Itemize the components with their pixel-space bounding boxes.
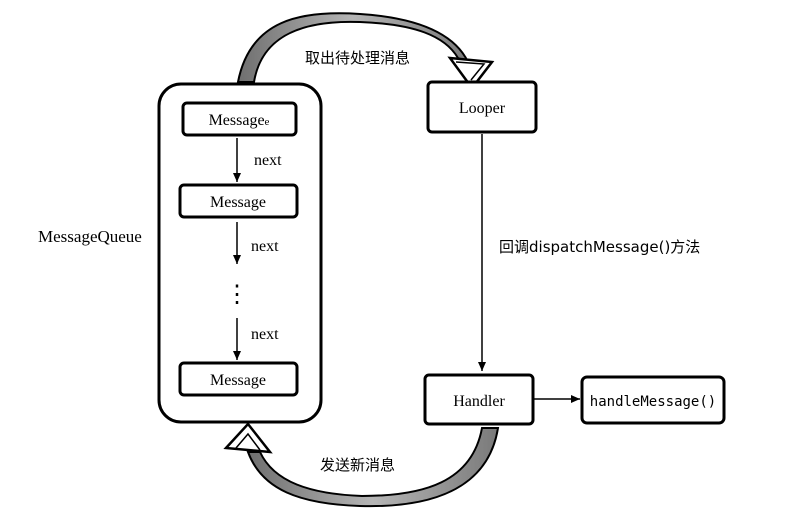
svg-text:Messagee: Messagee: [209, 112, 270, 129]
message-box: Message: [178, 183, 299, 219]
svg-text:Handler: Handler: [453, 393, 505, 410]
svg-text:handleMessage(): handleMessage(): [590, 394, 716, 410]
message-box: Messagee: [181, 101, 298, 137]
message-box: Message: [178, 361, 299, 397]
svg-text:Message: Message: [210, 372, 266, 389]
handler-box: Handler: [423, 373, 535, 426]
svg-text:Looper: Looper: [459, 100, 506, 117]
looper-box: Looper: [426, 80, 538, 134]
take-message-curved-arrow: [236, 12, 495, 91]
ellipsis-icon: ⋮: [225, 282, 249, 308]
next-label: next: [251, 326, 279, 343]
next-label: next: [251, 238, 279, 255]
message-queue-container: [157, 82, 323, 424]
callback-label: 回调dispatchMessage()方法: [499, 238, 700, 256]
send-message-curved-arrow: [223, 422, 500, 508]
next-label: next: [254, 152, 282, 169]
message-queue-label: MessageQueue: [38, 227, 142, 246]
svg-text:Message: Message: [210, 194, 266, 211]
send-message-label: 发送新消息: [320, 456, 395, 474]
handle-message-box: handleMessage(): [580, 375, 726, 425]
take-message-label: 取出待处理消息: [305, 49, 410, 67]
